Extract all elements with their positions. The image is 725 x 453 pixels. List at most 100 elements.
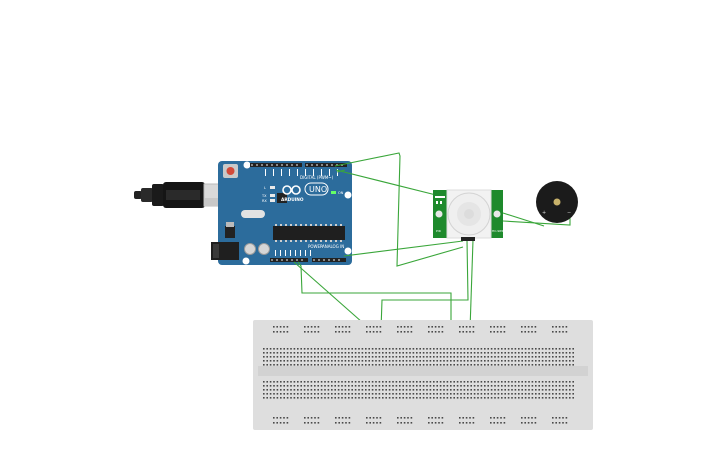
breadboard-hole <box>552 331 554 333</box>
breadboard-hole <box>320 389 323 391</box>
reset-button-cap[interactable] <box>226 167 235 175</box>
wire-power-to-breadboard-b[interactable] <box>293 261 372 331</box>
breadboard-hole <box>477 389 479 391</box>
power-header[interactable] <box>270 258 308 262</box>
wire-pin-to-pir-out[interactable] <box>334 152 464 267</box>
breadboard-hole <box>385 393 387 395</box>
breadboard-hole <box>487 381 489 383</box>
breadboard-hole <box>273 417 275 419</box>
crystal-oscillator <box>241 210 265 218</box>
breadboard-hole <box>501 397 503 399</box>
breadboard-hole <box>388 389 391 391</box>
breadboard-hole <box>531 389 534 391</box>
breadboard-hole <box>320 393 323 395</box>
wire-short[interactable] <box>336 169 346 173</box>
wire-power-to-breadboard-a[interactable] <box>297 261 452 329</box>
breadboard-hole <box>469 331 471 333</box>
wire-analog-to-pir[interactable] <box>343 240 464 257</box>
pir-potentiometer[interactable] <box>493 210 501 218</box>
breadboard-hole <box>317 417 320 419</box>
breadboard-hole <box>436 397 438 399</box>
breadboard-hole <box>419 364 421 366</box>
breadboard-hole <box>497 389 500 391</box>
breadboard-hole <box>528 348 530 350</box>
pin-label-tick <box>313 169 314 176</box>
breadboard-hole <box>477 356 479 358</box>
breadboard-hole <box>487 356 489 358</box>
breadboard-hole <box>552 352 554 354</box>
breadboard-hole <box>552 326 554 328</box>
breadboard-hole <box>280 385 282 387</box>
breadboard-hole <box>371 381 374 383</box>
breadboard-hole <box>297 348 299 350</box>
breadboard-hole <box>501 385 503 387</box>
led-tx <box>270 194 275 197</box>
breadboard-hole <box>562 326 564 328</box>
breadboard-hole <box>388 393 391 395</box>
breadboard-hole <box>300 356 302 358</box>
breadboard-hole <box>354 385 357 387</box>
pin-label-tick <box>273 169 274 176</box>
pir-pin-header[interactable] <box>461 237 475 241</box>
breadboard-hole <box>290 356 292 358</box>
breadboard-hole <box>426 364 428 366</box>
breadboard-hole <box>327 393 330 395</box>
breadboard-hole <box>496 331 499 333</box>
breadboard-hole <box>297 352 299 354</box>
breadboard-hole <box>344 381 347 383</box>
breadboard-hole <box>369 417 371 419</box>
breadboard-hole <box>276 326 278 328</box>
breadboard-hole <box>545 360 547 362</box>
breadboard-hole <box>310 381 313 383</box>
arduino-uno-board[interactable]: ARDUINO UNO DIGITAL (PWM~) POWER ANALOG … <box>211 161 352 265</box>
breadboard[interactable] <box>253 320 593 430</box>
wire-pir-to-buzzer-plus[interactable] <box>502 212 545 227</box>
breadboard-hole <box>433 393 435 395</box>
breadboard-hole <box>528 356 530 358</box>
breadboard-hole <box>371 364 374 366</box>
breadboard-hole <box>293 397 296 399</box>
breadboard-hole <box>310 352 313 354</box>
pir-potentiometer[interactable] <box>435 210 443 218</box>
breadboard-hole <box>562 422 564 424</box>
breadboard-hole <box>439 352 442 354</box>
breadboard-hole <box>500 422 502 424</box>
led-on-label: ON <box>338 191 344 195</box>
breadboard-hole <box>405 356 408 358</box>
breadboard-hole <box>399 356 401 358</box>
wire-pir-to-breadboard-a[interactable] <box>380 239 469 331</box>
pin-label-tick <box>289 169 290 176</box>
breadboard-hole <box>428 326 430 328</box>
breadboard-hole <box>541 360 544 362</box>
breadboard-hole <box>477 364 479 366</box>
piezo-buzzer[interactable]: + − <box>536 181 578 223</box>
breadboard-hole <box>334 389 336 391</box>
breadboard-hole <box>324 360 326 362</box>
breadboard-hole <box>403 331 406 333</box>
breadboard-hole <box>410 326 413 328</box>
breadboard-hole <box>477 381 479 383</box>
breadboard-hole <box>535 364 537 366</box>
breadboard-hole <box>518 393 520 395</box>
breadboard-hole <box>279 417 282 419</box>
wire-pin-to-pir-top[interactable] <box>335 169 437 196</box>
breadboard-hole <box>487 348 489 350</box>
breadboard-hole <box>310 385 313 387</box>
pir-motion-sensor[interactable]: PIR HC-SR501 <box>433 189 507 241</box>
buzzer-minus-label: − <box>567 210 571 216</box>
breadboard-hole <box>365 389 367 391</box>
breadboard-hole <box>431 326 433 328</box>
breadboard-hole <box>395 381 398 383</box>
breadboard-hole <box>555 385 557 387</box>
wire-pir-to-breadboard-b[interactable] <box>469 239 474 331</box>
breadboard-hole <box>266 385 268 387</box>
breadboard-hole <box>504 356 506 358</box>
wires[interactable] <box>293 152 571 331</box>
breadboard-hole <box>310 360 313 362</box>
breadboard-hole <box>290 389 292 391</box>
breadboard-hole <box>409 356 411 358</box>
breadboard-hole <box>320 385 323 387</box>
breadboard-hole <box>375 385 377 387</box>
breadboard-hole <box>453 397 455 399</box>
